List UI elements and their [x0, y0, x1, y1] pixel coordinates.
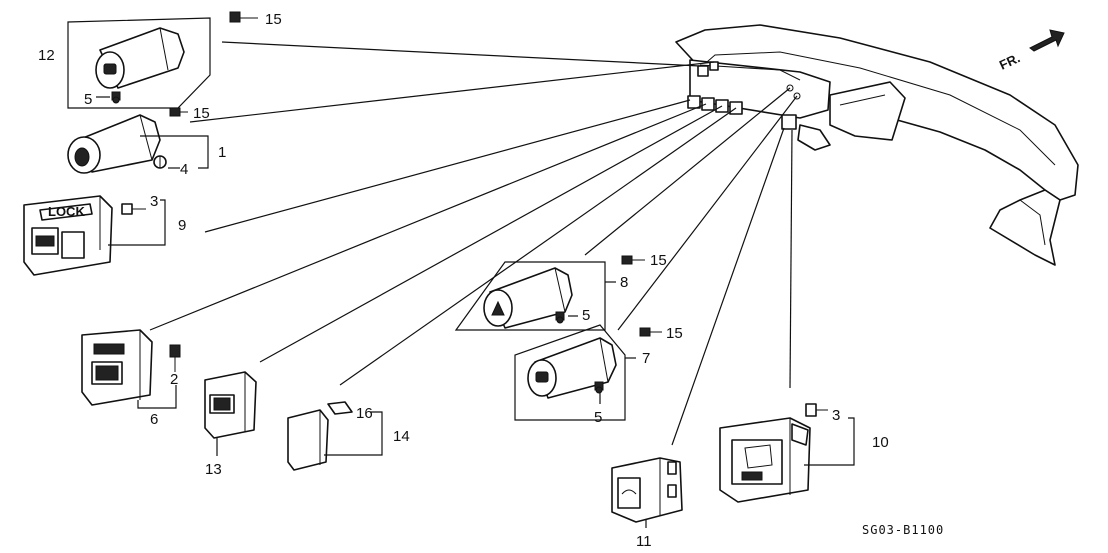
screw-icon: [121, 203, 146, 215]
callout-2: 2: [170, 371, 178, 388]
part-9-group: LOCK: [23, 195, 166, 276]
dashboard-slots: [687, 61, 801, 130]
callout-12: 12: [38, 47, 55, 64]
callout-5: 5: [582, 307, 590, 324]
front-direction-indicator: FR.: [997, 29, 1065, 73]
callout-8: 8: [620, 274, 628, 291]
bolt-icon: [169, 344, 181, 372]
callout-15: 15: [193, 105, 210, 122]
part-10-group: [719, 403, 855, 503]
callout-15: 15: [650, 252, 667, 269]
diagram-code: SG03-B1100: [862, 523, 944, 537]
callout-15: 15: [265, 11, 282, 28]
callout-4: 4: [180, 161, 188, 178]
callout-5: 5: [84, 91, 92, 108]
direction-arrow-icon: [1029, 29, 1065, 52]
screw-icon: [555, 311, 565, 324]
callout-6: 6: [150, 411, 158, 428]
callout-3: 3: [832, 407, 840, 424]
part-13-group: [204, 371, 257, 456]
part-6-group: [81, 329, 181, 409]
screw-icon: [594, 381, 604, 394]
callout-11: 11: [636, 533, 652, 550]
part-14-group: [287, 401, 383, 471]
screw-icon: [111, 91, 121, 104]
screw-icon: [169, 107, 188, 117]
callout-16: 16: [356, 405, 373, 422]
callout-10: 10: [872, 434, 889, 451]
svg-text:LOCK: LOCK: [48, 204, 85, 219]
screw-icon: [805, 403, 828, 417]
dashboard-panel: [675, 24, 1079, 266]
callout-3: 3: [150, 193, 158, 210]
switch-part-12: [95, 27, 185, 89]
part-7-group: [514, 324, 662, 421]
callout-1: 1: [218, 144, 226, 161]
screw-icon: [621, 255, 645, 265]
leader-lines: [149, 41, 798, 446]
callout-15: 15: [666, 325, 683, 342]
callout-14: 14: [393, 428, 410, 445]
part-1-group: [67, 114, 209, 174]
part-8-group: [454, 255, 645, 331]
callout-9: 9: [178, 217, 186, 234]
part-11-group: [611, 457, 683, 528]
clip-icon: [327, 401, 353, 415]
part-12-group: [67, 17, 211, 109]
callout-13: 13: [205, 461, 222, 478]
callout-labels: 15 12 5 15 1 4 3 9 2 6 13 16 14 15 8 5 1…: [38, 11, 889, 550]
direction-label: FR.: [997, 50, 1022, 72]
clip-icon: [153, 155, 167, 169]
callout-7: 7: [642, 350, 650, 367]
callout-5: 5: [594, 409, 602, 426]
screw-icon: [229, 11, 258, 23]
screw-icon: [639, 327, 662, 337]
